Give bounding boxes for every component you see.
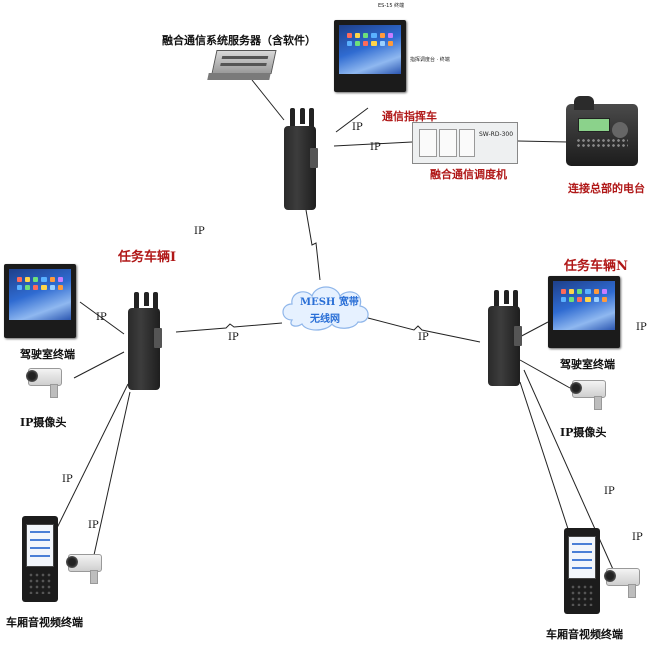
server-label: 融合通信系统服务器（含软件） [162, 34, 316, 47]
ip-label: IP [62, 474, 73, 485]
ip-label: IP [194, 226, 205, 237]
top-radio-icon [280, 108, 322, 210]
dispatcher-label: 融合通信调度机 [430, 168, 507, 181]
top-monitor-side: 指挥调度台 · 终端 [410, 57, 450, 63]
left-cab-terminal-label: 驾驶室终端 [20, 348, 75, 361]
link-left-av-camera [93, 391, 131, 556]
link-dispatch-hqradio [517, 140, 569, 143]
server-icon [211, 50, 277, 74]
hq-radio-label: 连接总部的电台 [568, 182, 645, 195]
link-right-camera [519, 359, 571, 389]
link-left-monitor [79, 301, 125, 335]
link-right-av [519, 381, 571, 536]
dispatcher-icon: SW-RD-300 [412, 122, 518, 164]
link-top-mesh [305, 209, 321, 281]
ip-label: IP [88, 520, 99, 531]
ip-label: IP [228, 332, 239, 343]
ip-label: IP [352, 122, 363, 133]
ip-label: IP [418, 332, 429, 343]
link-server-radio [251, 79, 285, 121]
right-cab-terminal-label: 驾驶室终端 [560, 358, 615, 371]
ip-label: IP [96, 312, 107, 323]
link-monitor-radio [335, 107, 369, 133]
left-ip-camera-label: IP摄像头 [20, 416, 67, 429]
command-vehicle-label: 通信指挥车 [382, 110, 437, 123]
mesh-label-2: 无线网 [310, 314, 340, 325]
cloud-icon [282, 286, 369, 331]
right-radio-icon [484, 290, 526, 386]
left-camera-icon [24, 366, 64, 400]
link-radio-dispatch [333, 141, 413, 147]
link-left-av [55, 383, 129, 531]
ip-label: IP [632, 532, 643, 543]
left-av-terminal-icon [22, 516, 58, 602]
right-camera-icon [568, 378, 608, 412]
link-left-camera [73, 351, 125, 379]
link-left-mesh [175, 322, 283, 333]
ip-label: IP [370, 142, 381, 153]
left-av-terminal-label: 车厢音视频终端 [6, 616, 83, 629]
right-av-terminal-label: 车厢音视频终端 [546, 628, 623, 641]
left-monitor-icon [4, 264, 76, 338]
left-radio-icon [124, 292, 166, 390]
right-monitor-icon [548, 276, 620, 348]
dispatcher-badge: SW-RD-300 [479, 131, 514, 138]
top-monitor-caption: ES-15 终端 [378, 3, 405, 9]
left-av-camera-icon [64, 552, 104, 586]
right-ip-camera-label: IP摄像头 [560, 426, 607, 439]
link-right-mesh [367, 317, 481, 343]
server-base [207, 73, 271, 80]
right-av-terminal-icon [564, 528, 600, 614]
link-right-av-camera [523, 369, 621, 586]
vehicle-left-label: 任务车辆I [118, 250, 177, 265]
top-monitor-icon [334, 20, 406, 92]
vehicle-right-label: 任务车辆N [564, 259, 628, 274]
console-radio-icon [566, 96, 638, 166]
mesh-label-1: MESH 宽带 [300, 297, 359, 308]
ip-label: IP [604, 486, 615, 497]
ip-label: IP [636, 322, 647, 333]
right-av-camera-icon [602, 566, 642, 600]
